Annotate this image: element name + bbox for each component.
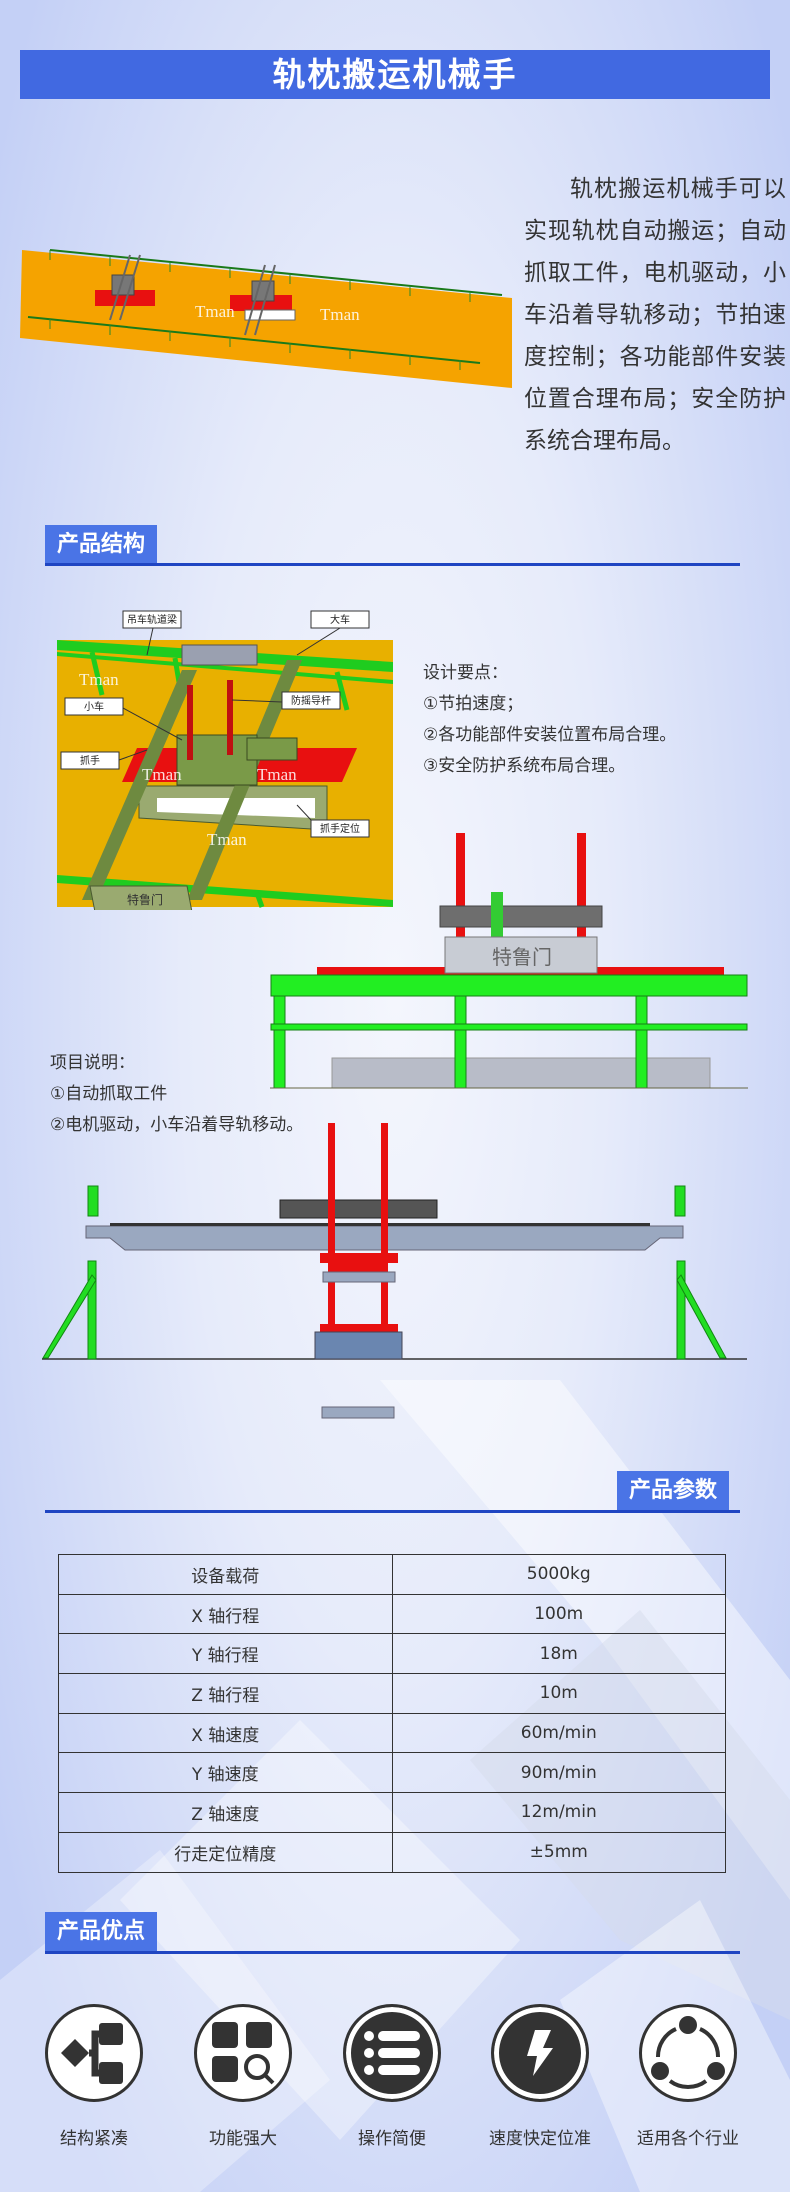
share-cycle-icon [639,2004,737,2102]
logo-text: 特鲁门 [492,945,552,969]
watermark-text: Tman [142,765,182,784]
advantage-label: 速度快定位准 [489,2129,591,2149]
callout-crane-rail-beam: 吊车轨道梁 [127,613,177,626]
callout-anti-sway-rod: 防摇导杆 [291,694,331,707]
param-name: X 轴行程 [58,1593,393,1635]
design-points: 设计要点： ①节拍速度； ②各功能部件安装位置布局合理。 ③安全防护系统布局合理… [423,658,676,782]
design-point: ②各功能部件安装位置布局合理。 [423,725,677,745]
section-divider [45,1510,740,1513]
project-point: ②电机驱动，小车沿着导轨移动。 [50,1115,304,1135]
intro-description: 轨枕搬运机械手可以实现轨枕自动搬运；自动抓取工件，电机驱动，小车沿着导轨移动；节… [524,168,786,462]
callout-bridge: 大车 [330,613,350,626]
advantage-fast-accurate: 速度快定位准 [489,2004,591,2149]
table-row: 行走定位精度±5mm [58,1831,726,1873]
section-heading-structure: 产品结构 [45,525,158,564]
project-notes-title: 项目说明： [50,1053,135,1073]
advantage-compact: 结构紧凑 [44,2004,144,2149]
param-value: 60m/min [391,1712,726,1754]
watermark-text: Tman [79,670,119,689]
param-value: ±5mm [391,1831,726,1873]
watermark-text: Tman [257,765,297,784]
section-heading-params: 产品参数 [617,1471,730,1510]
advantage-label: 操作简便 [358,2129,426,2149]
watermark-text: Tman [320,305,360,324]
param-name: X 轴速度 [58,1712,393,1754]
watermark-text: Tman [207,830,247,849]
callout-gripper-positioning: 抓手定位 [320,822,360,835]
advantage-easy-operation: 操作简便 [342,2004,442,2149]
design-point: ③安全防护系统布局合理。 [423,756,626,776]
advantage-label: 适用各个行业 [637,2129,739,2149]
overview-render-image: Tman Tman [20,249,512,388]
watermark-text: Tman [195,302,235,321]
section-divider [45,1951,740,1954]
callout-gripper: 抓手 [80,754,100,767]
project-point: ①自动抓取工件 [50,1084,168,1104]
page-title: 轨枕搬运机械手 [20,50,770,99]
grid-search-icon [194,2004,292,2102]
param-name: 行走定位精度 [58,1831,393,1873]
param-name: Z 轴速度 [58,1792,393,1833]
side-view-drawing [42,1123,747,1419]
design-points-title: 设计要点： [423,663,508,683]
param-value: 90m/min [391,1752,726,1794]
param-value: 12m/min [391,1792,726,1833]
design-point: ①节拍速度； [423,694,524,714]
lightning-icon [491,2004,589,2102]
section-heading-advantages: 产品优点 [45,1912,158,1951]
param-name: Y 轴行程 [58,1633,393,1675]
section-divider [45,563,740,566]
project-notes: 项目说明： ①自动抓取工件 ②电机驱动，小车沿着导轨移动。 [50,1048,303,1141]
intro-text: 轨枕搬运机械手可以实现轨枕自动搬运；自动抓取工件，电机驱动，小车沿着导轨移动；节… [524,176,786,454]
structure-diagram-image: Tman Tman Tman Tman 特鲁门 吊车轨道梁 大车 小车 防摇导杆… [57,610,393,910]
advantage-powerful: 功能强大 [193,2004,293,2149]
param-name: 设备载荷 [58,1554,393,1595]
param-value: 100m [391,1593,726,1635]
advantage-label: 功能强大 [209,2129,277,2149]
param-name: Z 轴行程 [58,1673,393,1714]
logo-text: 特鲁门 [127,892,163,907]
param-value: 5000kg [391,1554,726,1595]
advantage-label: 结构紧凑 [60,2129,128,2149]
hierarchy-icon [45,2004,143,2102]
callout-trolley: 小车 [84,700,104,713]
front-view-drawing: 特鲁门 [270,833,748,1089]
param-value: 18m [391,1633,726,1675]
advantage-all-industries: 适用各个行业 [637,2004,739,2149]
list-icon [343,2004,441,2102]
param-name: Y 轴速度 [58,1752,393,1794]
param-value: 10m [391,1673,726,1714]
